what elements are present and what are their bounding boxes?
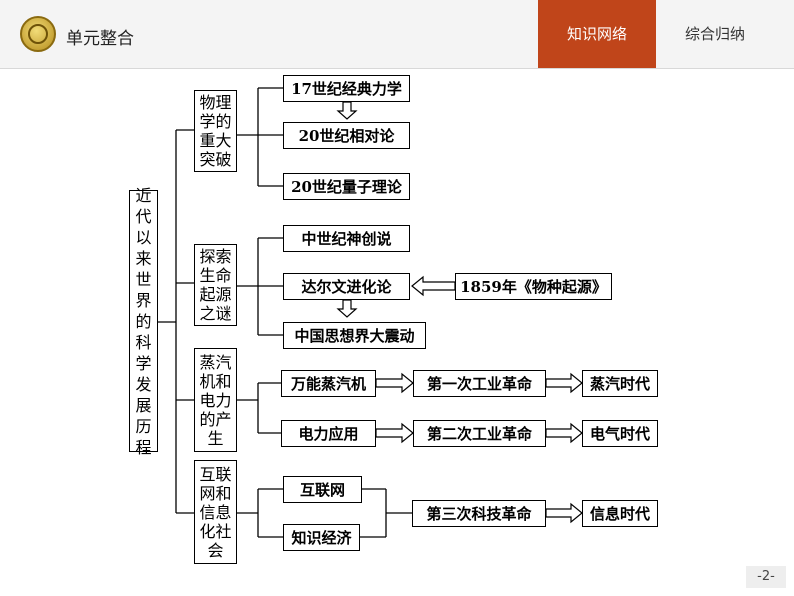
node-steam-engine: 万能蒸汽机: [281, 370, 376, 397]
node-first-industrial-revolution: 第一次工业革命: [413, 370, 546, 397]
node-steam-age: 蒸汽时代: [582, 370, 658, 397]
node-darwin-evolution: 达尔文进化论: [283, 273, 410, 300]
node-electric-power: 电力应用: [281, 420, 376, 447]
root-node: 近代以来世界的科学发展历程: [129, 186, 158, 457]
node-internet: 互联网: [283, 476, 362, 503]
section-internet: 互联网和信息化社会: [194, 460, 237, 564]
node-china-thought-shock: 中国思想界大震动: [283, 322, 426, 349]
tab-knowledge-network[interactable]: 知识网络: [538, 0, 656, 68]
tab-summary[interactable]: 综合归纳: [656, 0, 774, 68]
node-second-industrial-revolution: 第二次工业革命: [413, 420, 546, 447]
section-life-origin: 探索生命起源之谜: [194, 244, 237, 326]
node-third-tech-revolution: 第三次科技革命: [412, 500, 546, 527]
node-creationism: 中世纪神创说: [283, 225, 410, 252]
section-steam-electric: 蒸汽机和电力的产生: [194, 348, 237, 452]
school-logo-icon: [20, 16, 56, 52]
node-classical-mechanics: 17世纪经典力学: [283, 75, 410, 102]
page-title: 单元整合: [66, 29, 134, 49]
section-physics: 物理学的重大突破: [194, 90, 237, 172]
node-quantum-theory: 20世纪量子理论: [283, 173, 410, 200]
node-knowledge-economy: 知识经济: [283, 524, 360, 551]
node-relativity: 20世纪相对论: [283, 122, 410, 149]
node-electric-age: 电气时代: [582, 420, 658, 447]
node-origin-of-species: 1859年《物种起源》: [455, 273, 612, 300]
node-information-age: 信息时代: [582, 500, 658, 527]
page-number: -2-: [746, 566, 786, 588]
